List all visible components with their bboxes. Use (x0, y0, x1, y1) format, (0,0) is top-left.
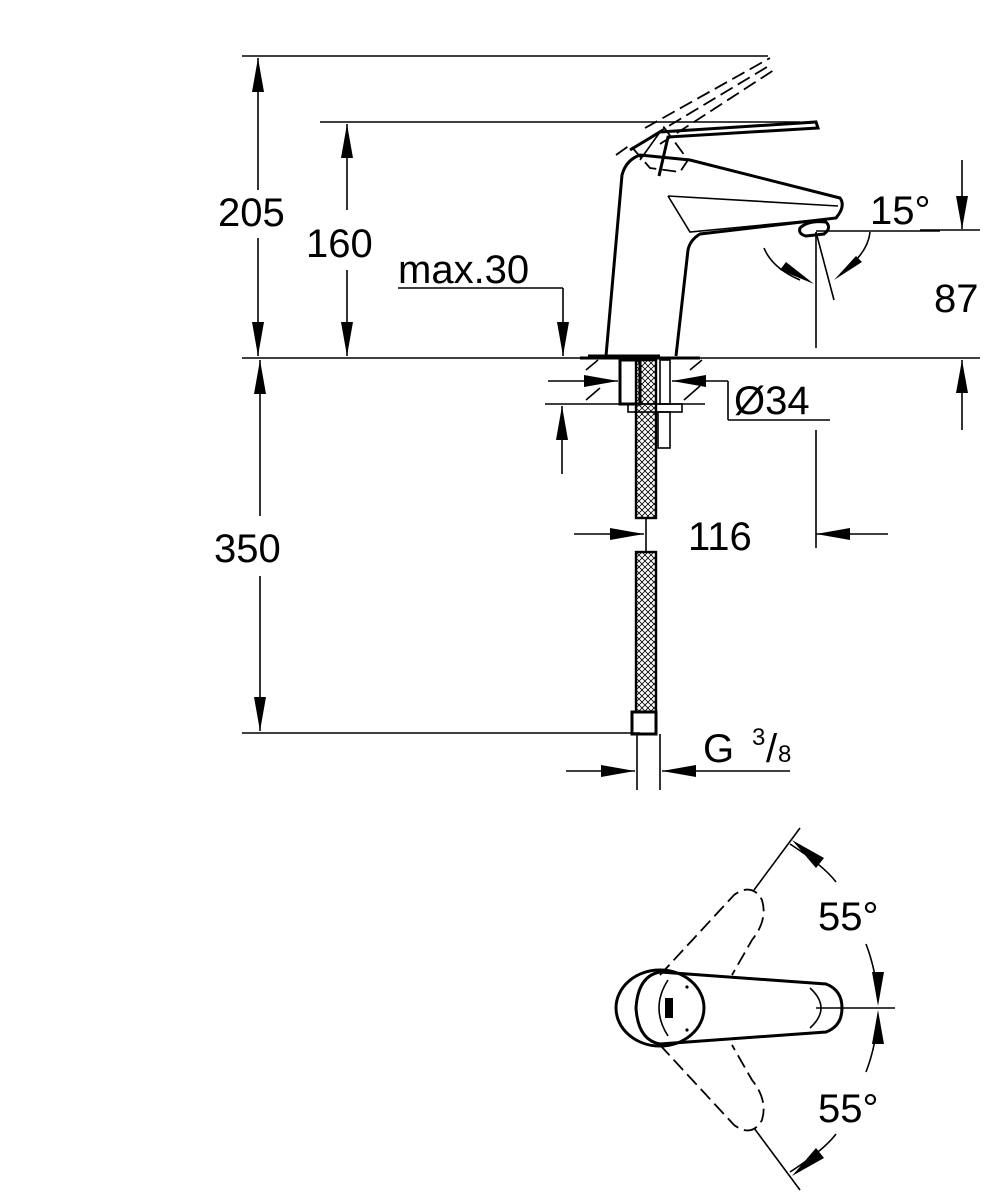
dim-label-rotation-up: 55° (818, 895, 879, 939)
dim-160: 160 (306, 124, 373, 356)
dim-thread: G 3 / 8 (566, 724, 791, 777)
dim-116: 116 (574, 430, 888, 559)
faucet-top-view: 55° 55° (614, 827, 895, 1191)
dim-87: 87 (934, 160, 979, 430)
dim-350: 350 (214, 360, 281, 731)
fraction-slash: / (766, 727, 778, 771)
dim-label-87: 87 (934, 277, 979, 321)
dim-label-thread-g: G (703, 727, 734, 771)
faucet-side-view (580, 57, 844, 360)
dim-label-116: 116 (688, 515, 752, 559)
dim-max30: max.30 (398, 248, 569, 356)
dim-label-diameter: Ø34 (734, 379, 810, 423)
dim-label-15deg: 15° (870, 189, 931, 233)
dim-label-thread-den: 8 (778, 741, 791, 768)
dim-label-160: 160 (306, 222, 373, 266)
dim-205: 205 (218, 58, 285, 356)
dim-label-max30: max.30 (398, 248, 529, 292)
dim-15deg: 15° (763, 189, 940, 348)
dim-label-205: 205 (218, 191, 285, 235)
dim-label-rotation-down: 55° (818, 1087, 879, 1131)
dim-label-350: 350 (214, 527, 281, 571)
supply-hose (630, 358, 661, 790)
dim-label-thread-num: 3 (752, 724, 765, 751)
mounting-section: Ø34 (545, 358, 830, 474)
